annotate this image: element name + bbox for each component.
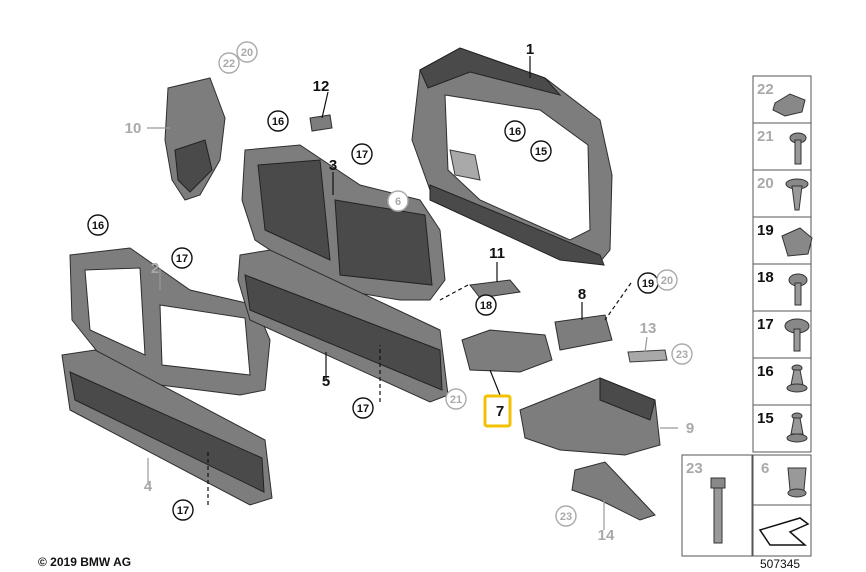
label-part-5: 5 [322, 373, 330, 390]
panel-label-15: 15 [757, 410, 774, 427]
callout-6[interactable]: 6 [387, 190, 409, 212]
svg-text:20: 20 [661, 275, 673, 287]
label-part-10: 10 [125, 120, 142, 137]
clip-nut-icon [772, 93, 806, 117]
part-12-clip[interactable] [309, 114, 333, 132]
fastener-panel: 22 21 20 19 18 17 16 15 23 6 [681, 75, 813, 557]
leader-lines [147, 56, 678, 530]
svg-text:16: 16 [272, 116, 284, 128]
part-8-vent[interactable] [554, 314, 613, 351]
callout-16c[interactable]: 16 [87, 214, 109, 236]
callout-22[interactable]: 22 [218, 52, 240, 74]
label-part-11: 11 [489, 245, 505, 262]
label-part-4: 4 [144, 478, 153, 495]
part-9-duct[interactable] [519, 377, 661, 456]
svg-text:22: 22 [223, 58, 235, 70]
part-labels: 1 2 3 4 5 7 8 9 10 11 12 13 14 [125, 41, 695, 544]
svg-text:21: 21 [450, 394, 462, 406]
plastic-nut-icon [787, 467, 807, 498]
callout-17d[interactable]: 17 [172, 499, 194, 521]
panel-label-23: 23 [686, 460, 703, 477]
part-4-lower-shutter[interactable] [61, 349, 273, 506]
callout-17a[interactable]: 17 [351, 143, 373, 165]
screw-icon [789, 132, 807, 165]
bolt-icon [710, 477, 726, 544]
svg-text:16: 16 [92, 220, 104, 232]
callout-17c[interactable]: 17 [352, 397, 374, 419]
part-7-air-duct[interactable] [461, 329, 553, 373]
panel-label-6: 6 [761, 460, 769, 477]
label-part-1: 1 [526, 41, 534, 58]
callout-19[interactable]: 19 [637, 272, 659, 294]
svg-text:17: 17 [356, 149, 368, 161]
svg-text:16: 16 [509, 126, 521, 138]
diagram-number: 507345 [760, 557, 801, 571]
svg-text:20: 20 [241, 47, 253, 59]
panel-label-19: 19 [757, 222, 774, 239]
svg-text:17: 17 [177, 505, 189, 517]
part-7-highlight-box [483, 394, 512, 428]
part-11-bracket[interactable] [469, 279, 521, 299]
spring-nut-icon [781, 227, 813, 257]
panel-label-17: 17 [757, 316, 774, 333]
part-10-bracket[interactable] [164, 77, 226, 201]
svg-text:15: 15 [535, 146, 547, 158]
svg-text:17: 17 [176, 253, 188, 265]
part-5-air-duct[interactable] [237, 249, 449, 403]
svg-text:23: 23 [676, 349, 688, 361]
panel-label-21: 21 [757, 128, 774, 145]
label-part-14: 14 [598, 527, 615, 544]
washer-screw-icon [784, 318, 810, 352]
label-part-2: 2 [151, 260, 159, 277]
part-14-bracket[interactable] [571, 461, 656, 521]
svg-text:17: 17 [357, 403, 369, 415]
panel-label-20: 20 [757, 175, 774, 192]
callout-17b[interactable]: 17 [171, 247, 193, 269]
circled-callouts: 16 16 15 17 20 22 6 16 [87, 41, 693, 527]
panel-label-18: 18 [757, 269, 774, 286]
label-part-8: 8 [578, 286, 586, 303]
callout-16b[interactable]: 16 [504, 120, 526, 142]
part-1-frame[interactable] [411, 47, 613, 266]
part-13-clip[interactable] [627, 349, 668, 363]
svg-text:23: 23 [560, 511, 572, 523]
callout-16a[interactable]: 16 [267, 110, 289, 132]
panel-label-22: 22 [757, 81, 774, 98]
rivet-icon [785, 178, 809, 211]
svg-text:6: 6 [395, 196, 401, 208]
label-part-3: 3 [329, 157, 337, 174]
panel-cell-17[interactable] [752, 310, 812, 359]
callout-20b[interactable]: 20 [656, 269, 678, 291]
screw-icon [788, 273, 808, 306]
expansion-rivet-icon [786, 364, 808, 393]
label-part-13: 13 [640, 320, 657, 337]
copyright-text: © 2019 BMW AG [38, 555, 132, 569]
expansion-rivet-icon [786, 412, 808, 443]
panel-label-16: 16 [757, 363, 774, 380]
svg-text:19: 19 [642, 278, 654, 290]
callout-18[interactable]: 18 [475, 294, 497, 316]
callout-23a[interactable]: 23 [671, 343, 693, 365]
label-part-9: 9 [686, 420, 694, 437]
part-2-grille-frame[interactable] [69, 247, 271, 396]
callout-23b[interactable]: 23 [555, 505, 577, 527]
label-part-12: 12 [313, 78, 330, 95]
arrow-icon [758, 517, 810, 546]
callout-20a[interactable]: 20 [236, 41, 258, 63]
svg-text:18: 18 [480, 300, 492, 312]
callout-15[interactable]: 15 [530, 140, 552, 162]
label-part-7: 7 [496, 403, 504, 420]
callout-21[interactable]: 21 [445, 388, 467, 410]
